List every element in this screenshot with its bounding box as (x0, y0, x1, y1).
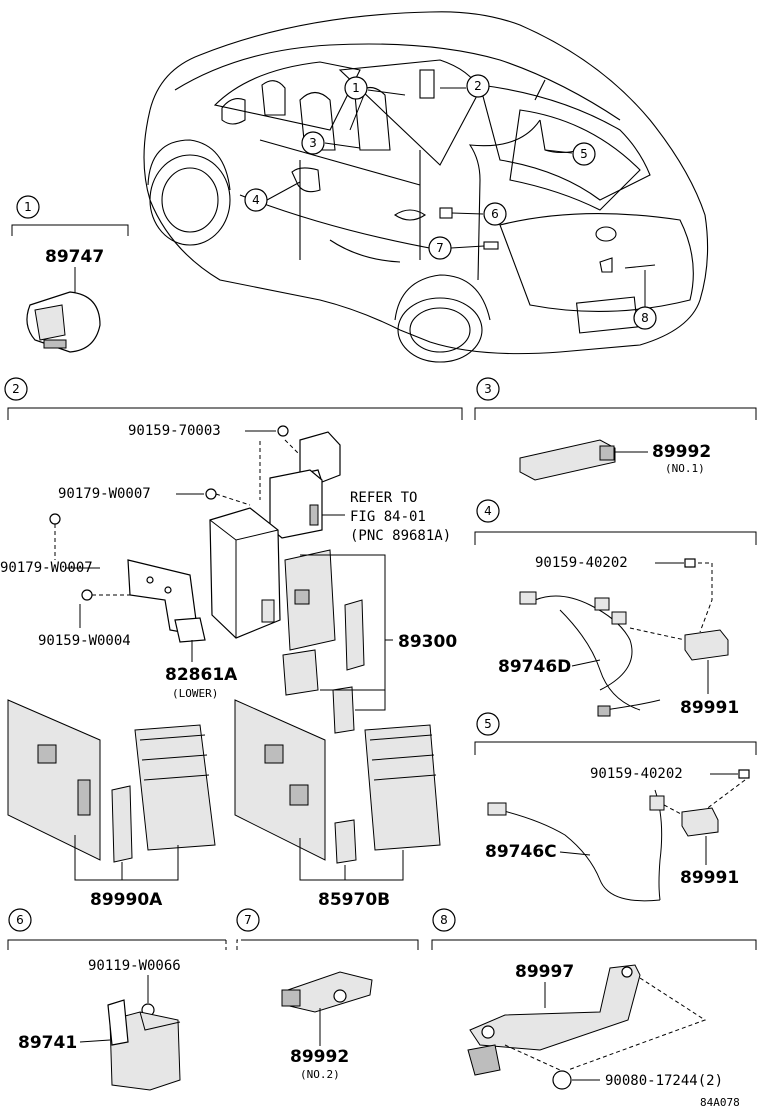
part-90179-w0007-a: 90179-W0007 (58, 486, 151, 502)
part-90179-w0007-b: 90179-W0007 (0, 560, 93, 576)
svg-text:3: 3 (484, 382, 492, 396)
svg-text:7: 7 (244, 913, 252, 927)
svg-text:4: 4 (252, 193, 260, 207)
part-90159-40202-a: 90159-40202 (535, 555, 628, 571)
section-2: 2 90159-70003 REFER TO FIG 84-01 (PNC 89… (0, 377, 463, 910)
car-callout-8: 8 (633, 306, 657, 330)
refer-text-1: REFER TO (350, 490, 417, 506)
part-89992-no2: 89992 (290, 1047, 349, 1067)
svg-text:4: 4 (484, 504, 492, 518)
svg-text:1: 1 (24, 200, 32, 214)
svg-text:8: 8 (641, 311, 649, 325)
car-callout-1: 1 (344, 76, 368, 100)
part-89992-no1: 89992 (652, 442, 711, 462)
car-callouts: 1 2 3 4 5 6 7 8 (244, 74, 657, 330)
part-82861a: 82861A (165, 665, 238, 685)
part-89747: 89747 (45, 247, 104, 267)
part-89741: 89741 (18, 1033, 77, 1053)
part-89746d: 89746D (498, 657, 571, 677)
part-90080-17244: 90080-17244(2) (605, 1073, 723, 1089)
car-callout-6: 6 (483, 202, 507, 226)
section-6: 6 90119-W0066 89741 (7, 908, 227, 1091)
section-1: 1 89747 (11, 195, 129, 353)
svg-text:8: 8 (440, 913, 448, 927)
car-callout-leaders (266, 87, 646, 307)
section-3: 3 89992 (NO.1) (474, 377, 757, 481)
section-8: 8 89997 90080-17244(2) (431, 908, 757, 1090)
svg-text:3: 3 (309, 136, 317, 150)
part-89991-a: 89991 (680, 698, 739, 718)
part-90159-70003: 90159-70003 (128, 423, 221, 439)
part-89992-no1-note: (NO.1) (665, 462, 705, 475)
svg-text:2: 2 (12, 382, 20, 396)
svg-text:1: 1 (352, 81, 360, 95)
refer-text-3: (PNC 89681A) (350, 528, 451, 544)
section-4: 4 90159-40202 89746D 89991 (474, 499, 757, 718)
part-89997: 89997 (515, 962, 574, 982)
section-7: 7 89992 (NO.2) (236, 908, 419, 1081)
svg-text:6: 6 (491, 207, 499, 221)
car-callout-5: 5 (572, 142, 596, 166)
car-callout-4: 4 (244, 188, 268, 212)
car-callout-3: 3 (301, 131, 325, 155)
svg-text:5: 5 (484, 717, 492, 731)
svg-text:5: 5 (580, 147, 588, 161)
car-illustration (143, 11, 709, 363)
part-89990a: 89990A (90, 890, 163, 910)
car-callout-2: 2 (466, 74, 490, 98)
svg-text:6: 6 (16, 913, 24, 927)
part-89300: 89300 (398, 632, 457, 652)
figure-code: 84A078 (700, 1096, 740, 1109)
part-82861a-note: (LOWER) (172, 687, 218, 700)
part-89746c: 89746C (485, 842, 557, 862)
section-5: 5 90159-40202 89746C 89991 (474, 712, 757, 902)
refer-text-2: FIG 84-01 (350, 509, 426, 525)
part-90159-w0004: 90159-W0004 (38, 633, 131, 649)
svg-text:7: 7 (436, 241, 444, 255)
part-90159-40202-b: 90159-40202 (590, 766, 683, 782)
svg-text:2: 2 (474, 79, 482, 93)
part-89992-no2-note: (NO.2) (300, 1068, 340, 1081)
car-callout-7: 7 (428, 236, 452, 260)
part-85970b: 85970B (318, 890, 390, 910)
part-89991-b: 89991 (680, 868, 739, 888)
part-90119-w0066: 90119-W0066 (88, 958, 181, 974)
